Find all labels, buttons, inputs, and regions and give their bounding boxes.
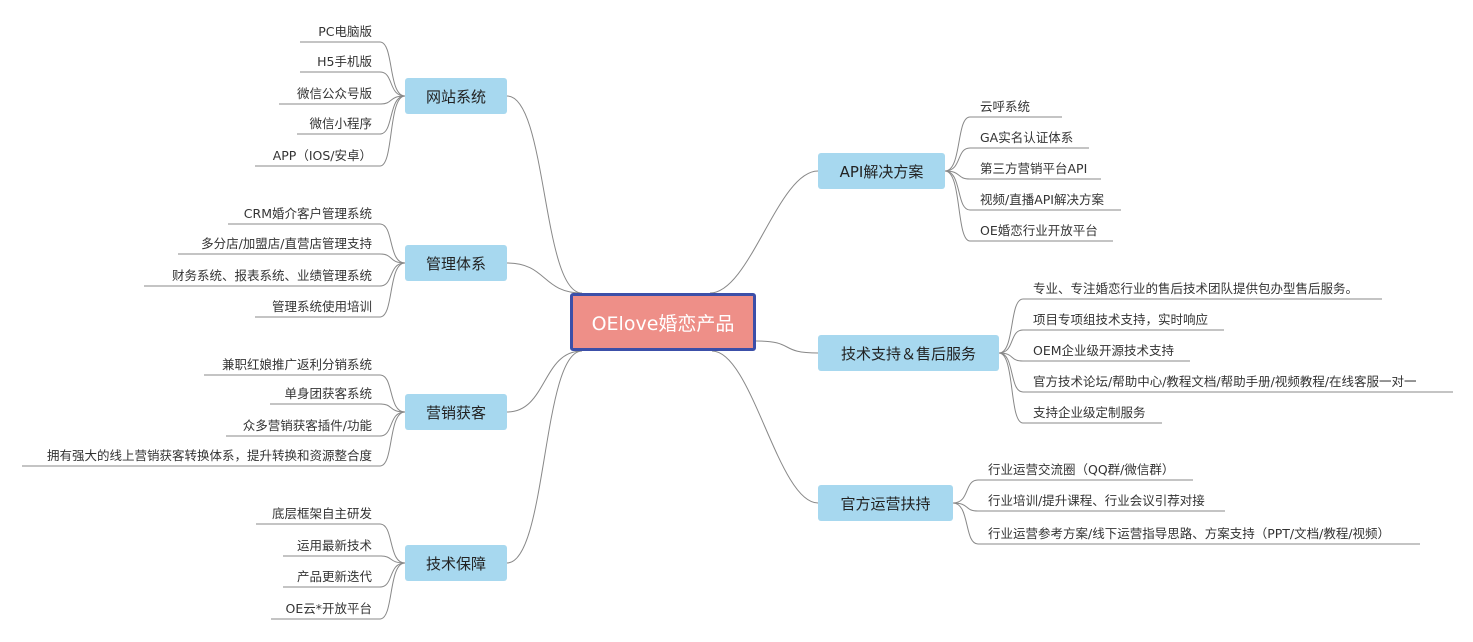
leaf-2-1[interactable]: CRM婚介客户管理系统 xyxy=(243,206,372,221)
branch-2[interactable]: 管理体系 xyxy=(405,245,507,281)
leaf-r3-1[interactable]: 行业运营交流圈（QQ群/微信群） xyxy=(988,462,1175,477)
leaf-3-1[interactable]: 兼职红娘推广返利分销系统 xyxy=(221,357,372,372)
leaf-r3-2[interactable]: 行业培训/提升课程、行业会议引荐对接 xyxy=(988,493,1205,508)
leaf-3-4[interactable]: 拥有强大的线上营销获客转换体系，提升转换和资源整合度 xyxy=(46,448,372,463)
leaf-r1-5[interactable]: OE婚恋行业开放平台 xyxy=(980,223,1098,238)
leaf-2-3[interactable]: 财务系统、报表系统、业绩管理系统 xyxy=(171,268,372,283)
leaf-r2-5[interactable]: 支持企业级定制服务 xyxy=(1033,405,1146,420)
branch-right-2[interactable]: 技术支持＆售后服务 xyxy=(818,335,999,371)
leaf-r1-2[interactable]: GA实名认证体系 xyxy=(980,130,1074,145)
branch-4[interactable]: 技术保障 xyxy=(405,545,507,581)
leaf-r2-1[interactable]: 专业、专注婚恋行业的售后技术团队提供包办型售后服务。 xyxy=(1033,281,1359,296)
leaf-r2-3[interactable]: OEM企业级开源技术支持 xyxy=(1033,343,1175,358)
leaf-2-4[interactable]: 管理系统使用培训 xyxy=(271,299,372,314)
leaf-r1-4[interactable]: 视频/直播API解决方案 xyxy=(980,192,1104,207)
leaf-r2-4[interactable]: 官方技术论坛/帮助中心/教程文档/帮助手册/视频教程/在线客服一对一 xyxy=(1033,374,1417,389)
leaf-r3-3[interactable]: 行业运营参考方案/线下运营指导思路、方案支持（PPT/文档/教程/视频） xyxy=(988,526,1391,541)
leaf-4-1[interactable]: 底层框架自主研发 xyxy=(271,506,372,521)
branch-right-1[interactable]: API解决方案 xyxy=(818,153,945,189)
branch-3[interactable]: 营销获客 xyxy=(405,394,507,430)
leaf-3-3[interactable]: 众多营销获客插件/功能 xyxy=(242,418,372,433)
leaf-1-2[interactable]: H5手机版 xyxy=(317,54,372,69)
leaf-1-4[interactable]: 微信小程序 xyxy=(309,116,372,131)
central-topic[interactable]: OElove婚恋产品 xyxy=(570,293,756,351)
leaf-4-4[interactable]: OE云*开放平台 xyxy=(285,601,373,616)
leaf-4-3[interactable]: 产品更新迭代 xyxy=(296,569,372,584)
branch-right-3[interactable]: 官方运营扶持 xyxy=(818,485,953,521)
leaf-3-2[interactable]: 单身团获客系统 xyxy=(284,386,372,401)
leaf-4-2[interactable]: 运用最新技术 xyxy=(296,538,372,553)
leaf-1-1[interactable]: PC电脑版 xyxy=(318,24,372,39)
leaf-r2-2[interactable]: 项目专项组技术支持，实时响应 xyxy=(1033,312,1209,327)
leaf-1-3[interactable]: 微信公众号版 xyxy=(296,86,372,101)
leaf-r1-3[interactable]: 第三方营销平台API xyxy=(980,161,1088,176)
leaf-r1-1[interactable]: 云呼系统 xyxy=(980,99,1031,114)
leaf-2-2[interactable]: 多分店/加盟店/直营店管理支持 xyxy=(201,236,372,251)
leaf-1-5[interactable]: APP（IOS/安卓） xyxy=(272,148,372,163)
branch-1[interactable]: 网站系统 xyxy=(405,78,507,114)
